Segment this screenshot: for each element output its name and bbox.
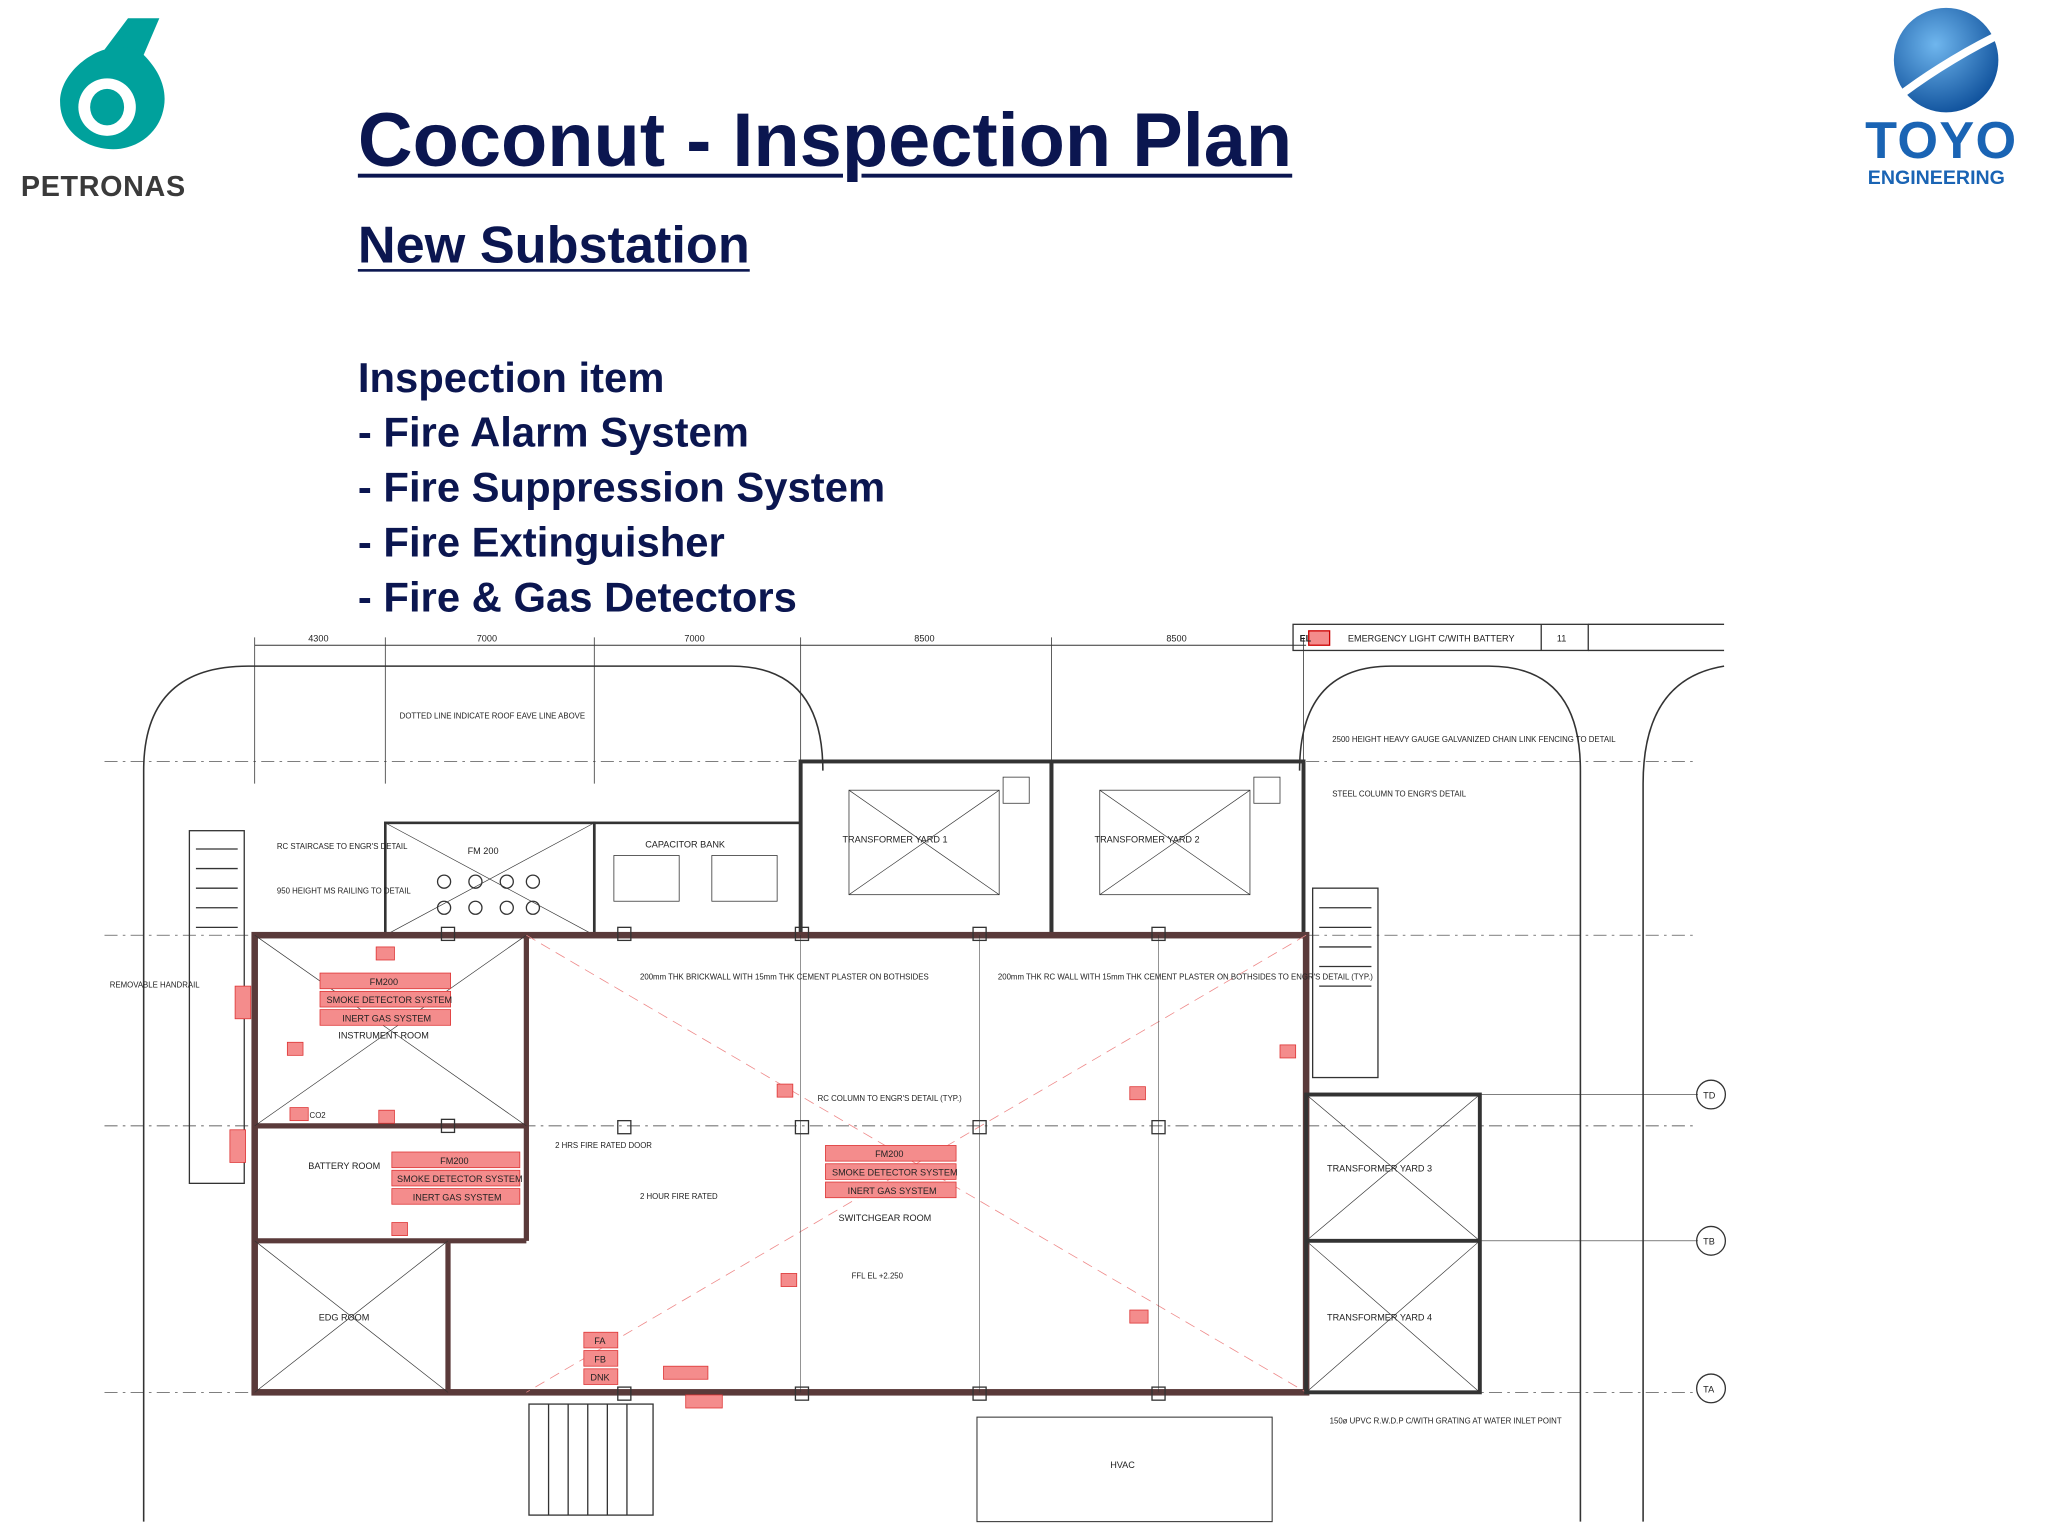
legend-code: EL xyxy=(1300,633,1312,643)
note-rc-column: RC COLUMN TO ENGR'S DETAIL (TYP.) xyxy=(818,1094,963,1103)
dimension-label: 8500 xyxy=(914,633,934,643)
note-fire-rated: 2 HOUR FIRE RATED xyxy=(640,1192,718,1201)
room-label-capacitor-bank: CAPACITOR BANK xyxy=(645,840,725,850)
stack-tag: DNK xyxy=(590,1373,609,1383)
dimension-label: 7000 xyxy=(477,633,497,643)
legend-text: EMERGENCY LIGHT C/WITH BATTERY xyxy=(1348,633,1515,643)
note-fire-door: 2 HRS FIRE RATED DOOR xyxy=(555,1141,652,1150)
dimension-label: 7000 xyxy=(684,633,704,643)
note-co2: CO2 xyxy=(310,1111,326,1120)
inspection-item: - Fire Extinguisher xyxy=(357,518,725,566)
toyo-subtitle: ENGINEERING xyxy=(1867,167,2005,190)
note-dotted-roof: DOTTED LINE INDICATE ROOF EAVE LINE ABOV… xyxy=(400,711,585,720)
fire-tag: INERT GAS SYSTEM xyxy=(413,1192,502,1202)
room-label-hvac: HVAC xyxy=(1110,1460,1135,1470)
note-rc-staircase: RC STAIRCASE TO ENGR'S DETAIL xyxy=(277,842,408,851)
room-label-switchgear: SWITCHGEAR ROOM xyxy=(839,1213,932,1223)
room-label-battery: BATTERY ROOM xyxy=(308,1161,380,1171)
grid-label: TD xyxy=(1703,1090,1716,1100)
room-label-transformer-3: TRANSFORMER YARD 3 xyxy=(1327,1164,1432,1174)
fire-tag: FM200 xyxy=(875,1149,903,1159)
inspection-list: Inspection item - Fire Alarm System - Fi… xyxy=(358,350,885,624)
note-rwdp: 150ø UPVC R.W.D.P C/WITH GRATING AT WATE… xyxy=(1330,1417,1562,1426)
toyo-globe-icon xyxy=(1893,7,2008,113)
stack-tag: FA xyxy=(594,1336,606,1346)
toyo-engineering-logo: TOYO ENGINEERING xyxy=(1855,3,2038,199)
room-label-transformer-4: TRANSFORMER YARD 4 xyxy=(1327,1312,1432,1322)
petronas-wordmark: PETRONAS xyxy=(20,169,186,203)
page-subtitle: New Substation xyxy=(357,216,750,275)
room-label-fm200: FM 200 xyxy=(468,846,499,856)
fire-tag: FM200 xyxy=(440,1156,468,1166)
note-ffl: FFL EL +2.250 xyxy=(852,1272,904,1281)
note-steel-column: STEEL COLUMN TO ENGR'S DETAIL xyxy=(1332,790,1467,799)
fire-tag: INERT GAS SYSTEM xyxy=(848,1186,937,1196)
inspection-item: - Fire Alarm System xyxy=(357,408,749,456)
fire-tag: SMOKE DETECTOR SYSTEM xyxy=(327,995,453,1005)
dimension-label: 4300 xyxy=(308,633,328,643)
petronas-logo: PETRONAS xyxy=(13,10,209,206)
legend-count: 11 xyxy=(1557,633,1566,643)
grid-label: TB xyxy=(1703,1237,1715,1247)
petronas-emblem-icon xyxy=(60,18,165,150)
room-label-transformer-1: TRANSFORMER YARD 1 xyxy=(842,834,947,844)
substation-floor-plan: EL EMERGENCY LIGHT C/WITH BATTERY 11 430… xyxy=(104,623,1727,1523)
page-title: Coconut - Inspection Plan xyxy=(357,97,1293,183)
fire-tag: INERT GAS SYSTEM xyxy=(342,1013,431,1023)
note-rc-wall: 200mm THK RC WALL WITH 15mm THK CEMENT P… xyxy=(998,973,1373,982)
fire-tag: FM200 xyxy=(370,977,398,987)
note-fence: 2500 HEIGHT HEAVY GAUGE GALVANIZED CHAIN… xyxy=(1332,735,1616,744)
toyo-wordmark: TOYO xyxy=(1865,112,2018,170)
note-brickwall: 200mm THK BRICKWALL WITH 15mm THK CEMENT… xyxy=(640,973,929,982)
inspection-item: - Fire & Gas Detectors xyxy=(357,573,797,621)
stack-tag: FB xyxy=(594,1354,606,1364)
room-label-edg: EDG ROOM xyxy=(319,1312,370,1322)
inspection-item: - Fire Suppression System xyxy=(357,463,886,511)
room-label-transformer-2: TRANSFORMER YARD 2 xyxy=(1095,834,1200,844)
room-label-instrument: INSTRUMENT ROOM xyxy=(338,1030,429,1040)
note-railing: 950 HEIGHT MS RAILING TO DETAIL xyxy=(277,886,411,895)
inspection-heading: Inspection item xyxy=(357,353,665,401)
fire-tag: SMOKE DETECTOR SYSTEM xyxy=(397,1174,523,1184)
note-removable-handrail: REMOVABLE HANDRAIL xyxy=(110,980,201,989)
dimension-label: 8500 xyxy=(1166,633,1186,643)
grid-label: TA xyxy=(1703,1384,1715,1394)
fire-tag: SMOKE DETECTOR SYSTEM xyxy=(832,1168,958,1178)
